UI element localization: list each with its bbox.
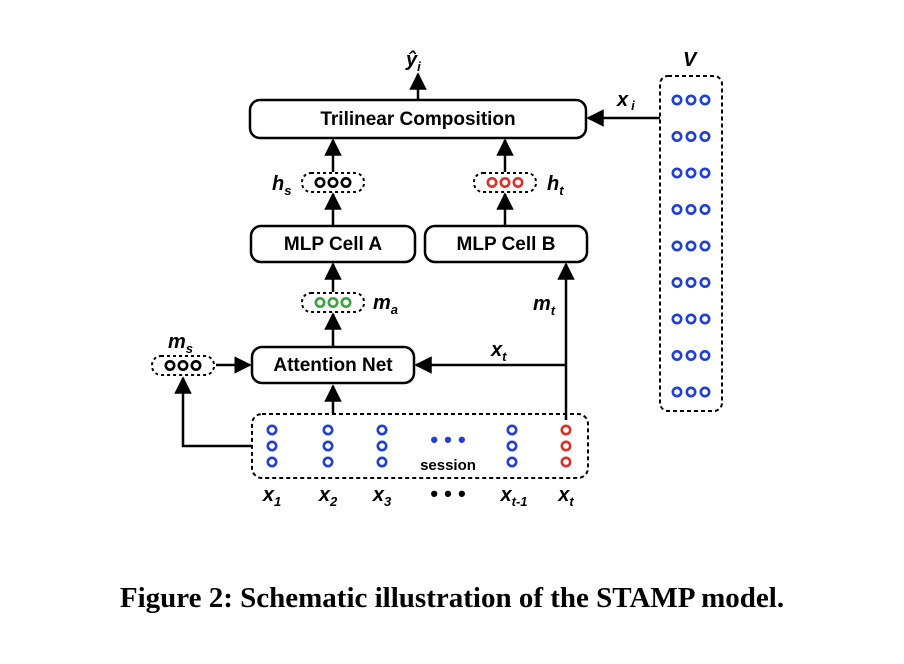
matrix-v-dot: [699, 386, 711, 398]
session-input-label: x1: [262, 484, 281, 509]
session-item-dot: [560, 456, 572, 468]
matrix-v-dot: [671, 386, 683, 398]
session-item-dot: [506, 424, 518, 436]
matrix-v-dots: [671, 94, 711, 398]
session-item-dot: [322, 440, 334, 452]
ht-dot: [486, 177, 498, 189]
session-ellipsis: • • •: [430, 427, 465, 452]
session-item-dot: [506, 440, 518, 452]
mlp-cell-b-box: MLP Cell B: [423, 224, 589, 264]
svg-text:MLP Cell A: MLP Cell A: [284, 234, 382, 255]
matrix-v-dot: [699, 131, 711, 143]
session-input-label: • • •: [430, 481, 465, 506]
matrix-v-dot: [671, 167, 683, 179]
svg-text:Attention Net: Attention Net: [273, 355, 393, 376]
matrix-v-dot: [671, 240, 683, 252]
matrix-v-dot: [685, 386, 697, 398]
svg-text:mt: mt: [533, 293, 556, 318]
mlp-cell-a-box: MLP Cell A: [249, 224, 417, 264]
session-item-dot: [376, 424, 388, 436]
matrix-v-dot: [671, 94, 683, 106]
matrix-v-dot: [699, 240, 711, 252]
session-input-label: x2: [318, 484, 338, 509]
matrix-v-dot: [685, 313, 697, 325]
matrix-v-dot: [685, 204, 697, 216]
ma-vector: [301, 292, 365, 313]
session-item-dot: [266, 456, 278, 468]
svg-text:ma: ma: [373, 292, 398, 317]
session-input-labels: x1 x2 x3 • • • xt-1 xt: [262, 481, 575, 509]
matrix-v-dot: [699, 349, 711, 361]
ms-dot: [190, 359, 202, 371]
matrix-v-dot: [699, 276, 711, 288]
matrix-v-dot: [685, 240, 697, 252]
matrix-v-label: V: [683, 49, 698, 71]
svg-text:MLP Cell B: MLP Cell B: [457, 234, 556, 255]
item-embedding-matrix: V: [659, 49, 723, 412]
matrix-v-dot: [685, 131, 697, 143]
matrix-v-dot: [671, 349, 683, 361]
session-input-label: x3: [372, 484, 392, 509]
ma-dot: [340, 296, 352, 308]
session-label: session: [420, 457, 476, 474]
matrix-v-dot: [671, 131, 683, 143]
svg-text:Trilinear Composition: Trilinear Composition: [320, 109, 515, 130]
hs-dot: [314, 177, 326, 189]
ms-dot: [177, 359, 189, 371]
matrix-v-dot: [699, 94, 711, 106]
session-item-dot: [322, 456, 334, 468]
session-input-label: xt-1: [499, 484, 527, 509]
trilinear-composition-box: Trilinear Composition: [248, 98, 588, 140]
matrix-v-dot: [685, 94, 697, 106]
ma-label: ma: [373, 292, 398, 317]
svg-text:ht: ht: [547, 173, 564, 198]
session-item-dot: [560, 424, 572, 436]
session-item-dot: [376, 456, 388, 468]
session-item-dot: [266, 440, 278, 452]
session-item-dot: [376, 440, 388, 452]
session-item-dot: [560, 440, 572, 452]
figure-caption: Figure 2: Schematic illustration of the …: [119, 582, 785, 614]
session-box: • • • session: [251, 413, 589, 479]
svg-text:hs: hs: [272, 173, 291, 198]
svg-text:ms: ms: [168, 331, 193, 356]
matrix-v-dot: [699, 204, 711, 216]
svg-text:xt: xt: [490, 339, 507, 364]
matrix-v-dot: [671, 276, 683, 288]
session-input-label: xt: [557, 484, 574, 509]
matrix-v-dot: [671, 313, 683, 325]
svg-text:xi: xi: [616, 89, 635, 113]
hs-vector: [301, 172, 365, 193]
hs-dot: [340, 177, 352, 189]
matrix-v-dot: [685, 349, 697, 361]
matrix-v-dot: [685, 276, 697, 288]
xt-arrow-label: xt: [490, 339, 507, 364]
ht-dot: [499, 177, 511, 189]
attention-net-box: Attention Net: [250, 345, 416, 385]
ma-dot: [314, 296, 326, 308]
matrix-v-dot: [699, 167, 711, 179]
matrix-v-dot: [685, 167, 697, 179]
matrix-v-dot: [699, 313, 711, 325]
arrow-session-to-ms: [174, 376, 252, 448]
hs-dot: [327, 177, 339, 189]
ht-vector: [473, 172, 537, 193]
ht-dot: [512, 177, 524, 189]
ht-label: ht: [547, 173, 564, 198]
ms-label: ms: [168, 331, 193, 356]
matrix-v-dot: [671, 204, 683, 216]
svg-text:ŷi: ŷi: [405, 49, 421, 74]
session-item-dot: [322, 424, 334, 436]
output-label: ŷi: [405, 49, 421, 74]
mt-label: mt: [533, 293, 556, 318]
session-item-dot: [266, 424, 278, 436]
ma-dot: [327, 296, 339, 308]
hs-label: hs: [272, 173, 291, 198]
session-item-dot: [506, 456, 518, 468]
ms-dot: [164, 359, 176, 371]
ms-vector: [151, 355, 215, 376]
